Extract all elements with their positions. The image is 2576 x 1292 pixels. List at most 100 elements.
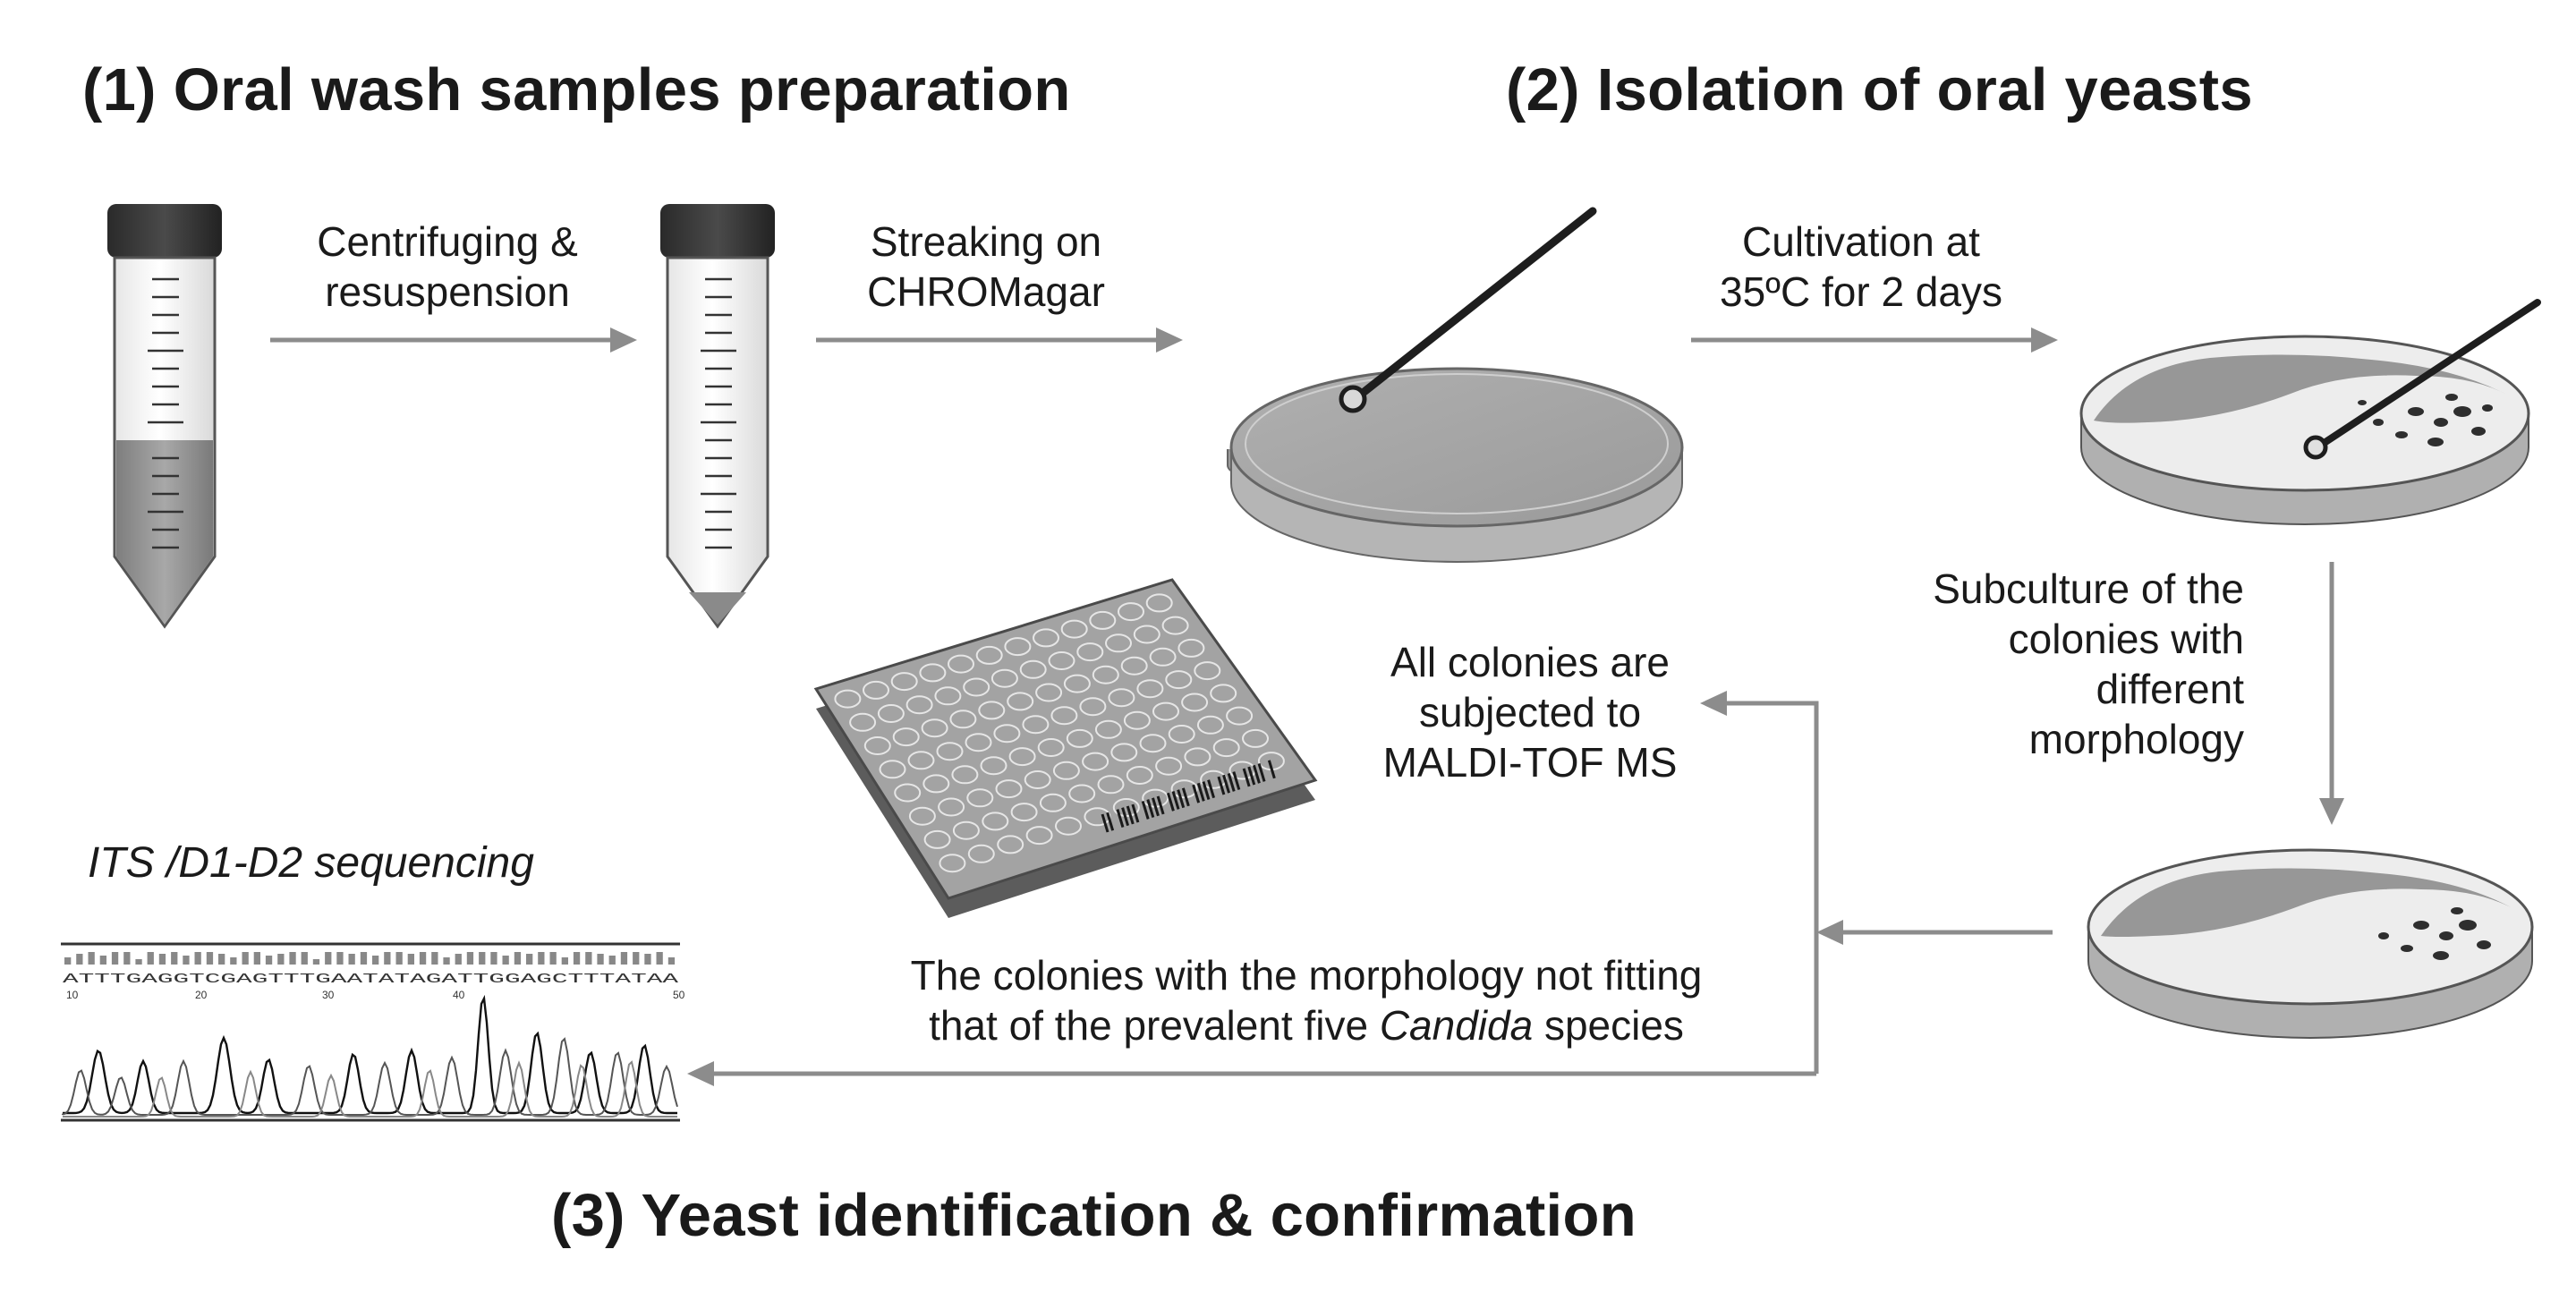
label-subculture-line2: colonies with — [2008, 616, 2244, 662]
quality-bar — [348, 954, 355, 965]
petri-dish-streak-icon — [1227, 207, 1684, 563]
quality-bar — [514, 952, 522, 965]
barcode-bar — [1156, 795, 1165, 815]
plate-well — [1120, 656, 1148, 676]
quality-bar — [407, 954, 414, 965]
plate-well — [1168, 725, 1195, 744]
plate-well — [949, 710, 977, 729]
plate-well — [982, 812, 1009, 831]
label-nonfitting-italic: Candida — [1379, 1002, 1534, 1049]
plate-well — [1136, 679, 1164, 699]
colony-streak — [2094, 354, 2505, 423]
plate-well — [908, 806, 936, 826]
barcode-bar — [1247, 766, 1256, 786]
barcode-bar — [1267, 760, 1276, 779]
dish2-loop — [2319, 299, 2541, 447]
plate-well — [948, 654, 974, 674]
plate-well — [1063, 674, 1091, 693]
position-tick: 10 — [66, 989, 79, 1001]
tube2-cap — [660, 204, 775, 258]
label-streaking-line2: CHROMagar — [867, 268, 1105, 315]
plate-well — [877, 704, 905, 723]
plate-well — [1037, 738, 1065, 757]
label-cultivation-line1: Cultivation at — [1742, 218, 1980, 265]
plate-well — [1092, 665, 1119, 684]
plate-well — [890, 672, 918, 692]
quality-bar — [171, 952, 178, 965]
quality-bar — [490, 952, 497, 965]
plate-well — [1052, 761, 1080, 780]
barcode-bar — [1177, 789, 1186, 809]
label-centrifuging-line1: Centrifuging & — [317, 218, 578, 265]
barcode-bar — [1227, 772, 1236, 792]
quality-bar — [443, 957, 450, 965]
plate-well — [907, 751, 935, 770]
quality-bar — [419, 952, 427, 965]
plate-well — [1082, 752, 1109, 771]
plate-well — [1008, 747, 1036, 767]
plate-well — [1212, 738, 1240, 758]
plate-well — [1094, 719, 1122, 739]
plate-well — [923, 829, 951, 849]
quality-bar — [123, 952, 131, 965]
plate-well — [993, 724, 1021, 744]
tube2-body — [666, 256, 769, 629]
barcode-bar — [1146, 799, 1155, 819]
trace-c — [63, 1060, 677, 1118]
quality-bar — [466, 952, 474, 965]
plate-well — [879, 760, 906, 779]
plate-well — [922, 774, 950, 794]
barcode-bar — [1222, 774, 1230, 794]
plate-well — [997, 835, 1024, 854]
barcode-bar — [1166, 792, 1175, 812]
barcode-bar — [1152, 797, 1160, 817]
label-nonfitting-post: species — [1533, 1002, 1684, 1049]
quality-bar — [64, 957, 72, 965]
barcode-bar — [1131, 803, 1140, 823]
barcode-bar — [1196, 782, 1205, 802]
label-nonfitting-line2: that of the prevalent five Candida speci… — [743, 1000, 1870, 1050]
quality-bar — [183, 956, 190, 965]
plate-well — [1048, 651, 1075, 670]
label-maldi-line1: All colonies are — [1390, 639, 1670, 685]
quality-bar — [526, 954, 533, 965]
quality-bar — [360, 952, 368, 965]
quality-bar — [431, 952, 438, 965]
plate-well — [938, 797, 965, 817]
quality-bar — [312, 959, 320, 965]
plate-well — [1196, 715, 1224, 735]
plate-well — [863, 680, 889, 700]
plate-well — [1161, 616, 1189, 635]
barcode-bar — [1116, 809, 1125, 828]
barcode-bar — [1126, 805, 1135, 825]
label-cultivation-line2: 35ºC for 2 days — [1720, 268, 2002, 315]
barcode-bar — [1257, 763, 1266, 782]
plate-well — [1076, 642, 1104, 662]
plate-well — [1118, 602, 1144, 622]
sequencing-chromatogram-icon: ATTTGAGGTCGAGTTTGAATATAGATTGGAGCTTTATAA … — [61, 942, 685, 1122]
plate-well — [1050, 706, 1078, 726]
plate-well — [978, 701, 1006, 720]
plate-well — [975, 645, 1003, 665]
plate-well — [936, 742, 964, 761]
quality-bar — [265, 956, 273, 965]
maldi-target-plate-icon — [813, 578, 1318, 918]
plate-well — [1066, 728, 1093, 748]
plate-well — [966, 788, 994, 808]
label-subculture: Subculture of the colonies with differen… — [1807, 564, 2244, 764]
petri-dish-colonies-icon — [2079, 299, 2541, 525]
quality-bar — [135, 959, 142, 965]
plate-well — [1242, 728, 1269, 748]
quality-bar — [502, 956, 509, 965]
quality-bar — [158, 954, 166, 965]
tube-cap — [107, 204, 222, 258]
plate-well — [1019, 659, 1047, 679]
sequencing-title: ITS /D1-D2 sequencing — [88, 839, 534, 887]
plate-well — [1210, 684, 1237, 703]
plate-well — [1155, 756, 1183, 776]
quality-bar — [644, 954, 651, 965]
plate-well — [1181, 693, 1209, 712]
barcode-bar — [1121, 807, 1130, 827]
plate-well — [921, 718, 948, 738]
plate-well — [1068, 784, 1096, 803]
